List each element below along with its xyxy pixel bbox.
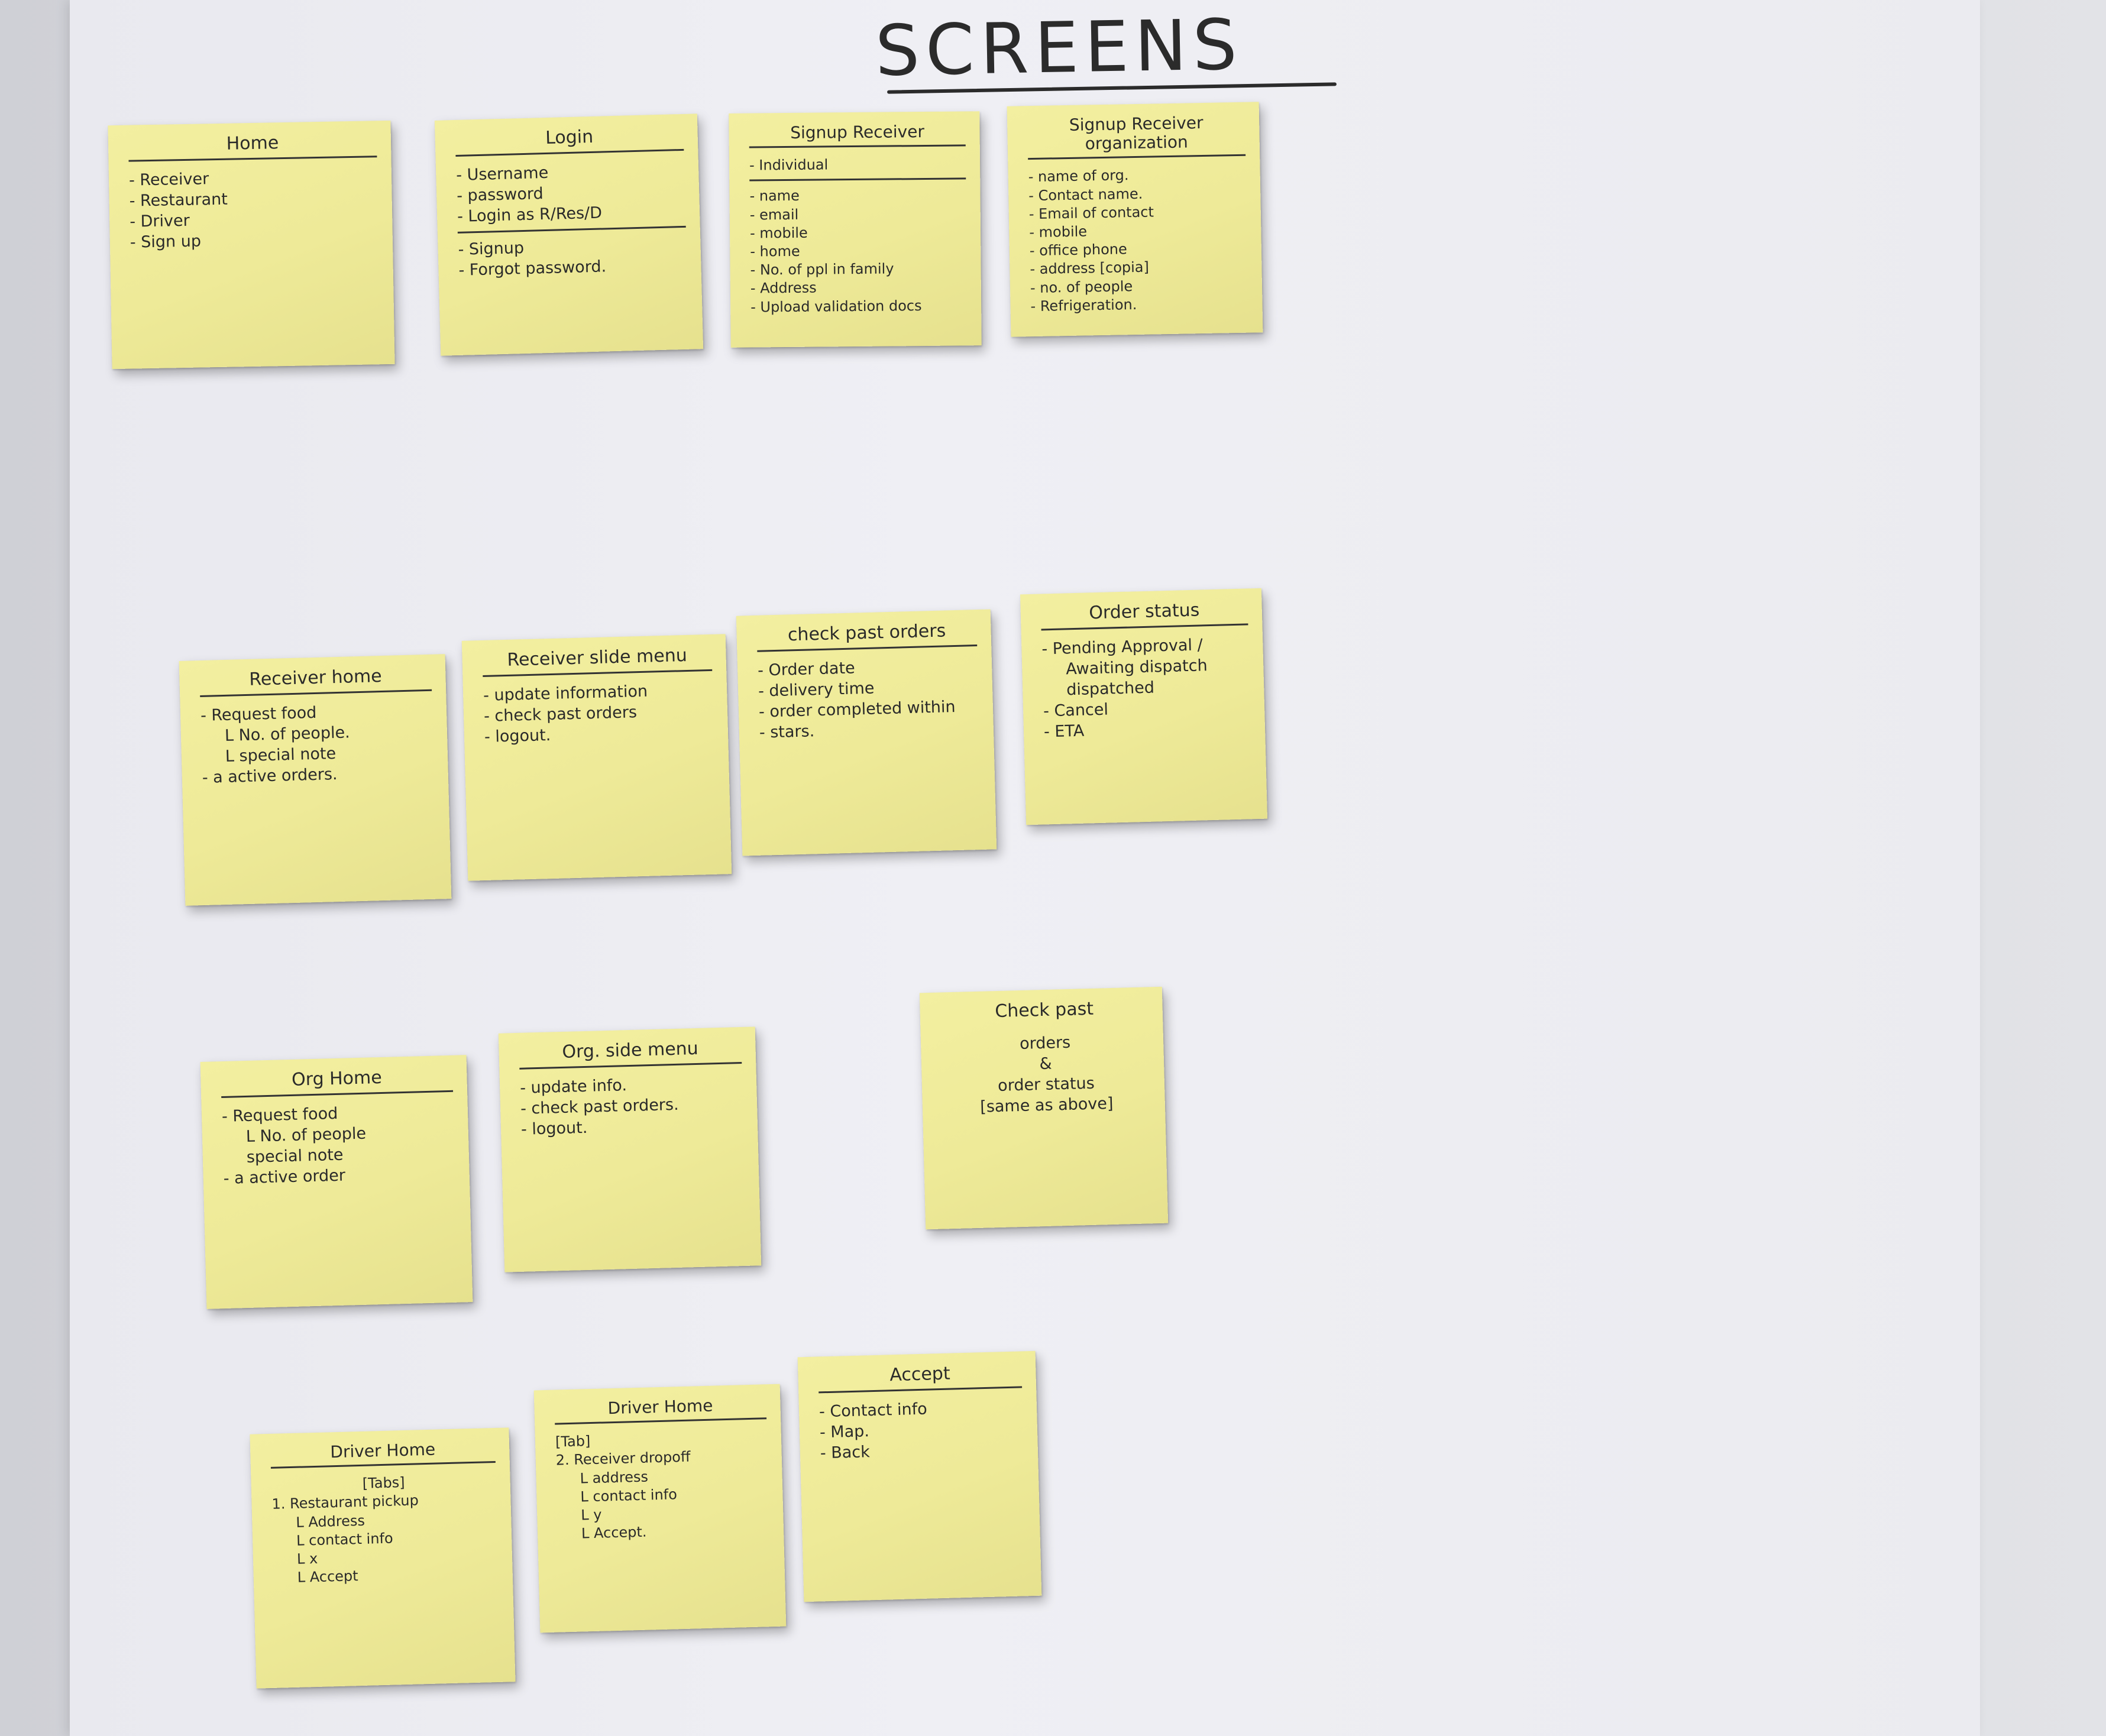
- note-list: - Request food L No. of people special n…: [222, 1100, 456, 1189]
- sticky-note-order-status: Order status - Pending Approval / Awaiti…: [1020, 588, 1268, 825]
- list-item: - Refrigeration.: [1030, 296, 1137, 315]
- list-item: - Login as R/Res/D: [457, 200, 686, 234]
- sticky-note-driver-home-tab-1: Driver Home [Tabs] 1. Restaurant pickup …: [250, 1427, 516, 1689]
- sticky-note-org-side-menu: Org. side menu - update info. - check pa…: [498, 1026, 762, 1272]
- board-title: SCREENS: [874, 4, 1244, 92]
- note-title: Accept: [818, 1362, 1023, 1393]
- sticky-note-check-past-orders-and-status: Check past orders & order status [same a…: [919, 986, 1169, 1230]
- sticky-note-driver-home-tab-2: Driver Home [Tab] 2. Receiver dropoff L …: [533, 1384, 787, 1633]
- note-title: check past orders: [756, 620, 978, 652]
- sticky-note-check-past-orders: check past orders - Order date - deliver…: [736, 609, 997, 856]
- list-item: - Sign up: [130, 232, 202, 252]
- note-title: Receiver slide menu: [482, 644, 713, 677]
- sticky-note-login: Login - Username - password - Login as R…: [434, 114, 704, 356]
- sticky-note-receiver-home: Receiver home - Request food L No. of pe…: [179, 654, 452, 906]
- sticky-note-home: Home - Receiver - Restaurant - Driver - …: [108, 120, 395, 370]
- list-item: - home: [750, 242, 800, 260]
- note-title: Login: [455, 124, 684, 157]
- note-list: - Order date - delivery time - order com…: [758, 655, 980, 743]
- sticky-note-receiver-slide-menu: Receiver slide menu - update information…: [461, 634, 732, 881]
- list-item: - Address: [750, 279, 817, 297]
- list-item: - email: [749, 206, 799, 224]
- note-list: - Contact info - Map. - Back: [819, 1396, 1024, 1463]
- list-item: - Upload validation docs: [750, 297, 922, 316]
- list-item: - No. of ppl in family: [750, 260, 894, 278]
- list-item: - mobile: [749, 224, 808, 242]
- sticky-note-signup-receiver-organization: Signup Receiver organization - name of o…: [1007, 102, 1263, 337]
- note-title: Check past: [994, 998, 1094, 1022]
- note-list: - update info. - check past orders. - lo…: [520, 1071, 744, 1139]
- note-title: Org Home: [221, 1065, 454, 1098]
- note-list: - Individual - name - email - mobile - h…: [749, 154, 967, 317]
- note-list: - Receiver - Restaurant - Driver - Sign …: [129, 166, 379, 253]
- note-list: orders & order status [same as above]: [941, 1030, 1151, 1119]
- sticky-note-signup-receiver: Signup Receiver - Individual - name - em…: [729, 111, 982, 348]
- note-list: - Request food L No. of people. L specia…: [200, 699, 435, 788]
- list-item: - name: [749, 187, 800, 205]
- note-title: Driver Home: [270, 1438, 496, 1469]
- note-title: Driver Home: [554, 1395, 767, 1425]
- note-title: Order status: [1040, 599, 1248, 630]
- sticky-note-accept: Accept - Contact info - Map. - Back: [797, 1350, 1042, 1602]
- note-list: [Tab] 2. Receiver dropoff L address L co…: [555, 1427, 770, 1543]
- list-item: - Individual: [749, 154, 966, 182]
- note-list: - Username - password - Login as R/Res/D…: [456, 158, 687, 281]
- note-list: - update information - check past orders…: [483, 679, 714, 747]
- note-list: [Tabs] 1. Restaurant pickup L Address L …: [271, 1471, 499, 1588]
- note-title: Signup Receiver organization: [1027, 112, 1246, 160]
- note-title: Org. side menu: [519, 1038, 742, 1070]
- note-title: Signup Receiver: [749, 122, 966, 148]
- note-title: Receiver home: [199, 665, 432, 697]
- note-list: - name of org. - Contact name. - Email o…: [1028, 164, 1248, 316]
- note-title: Home: [128, 131, 377, 162]
- note-list: - Pending Approval / Awaiting dispatch d…: [1041, 633, 1251, 743]
- sticky-note-org-home: Org Home - Request food L No. of people …: [200, 1055, 473, 1309]
